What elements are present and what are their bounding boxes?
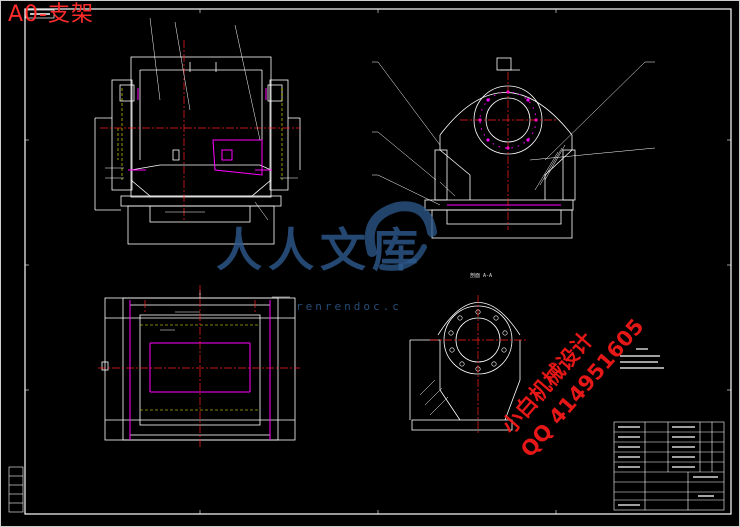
side-view-centerlines <box>460 72 556 230</box>
title-block <box>613 421 725 511</box>
front-view-leaders <box>105 17 298 221</box>
section-label: 剖面 A-A <box>470 273 493 279</box>
side-view <box>424 57 576 239</box>
section-view-centerlines <box>430 295 528 435</box>
drawing-code-box <box>25 9 55 19</box>
side-view-hatch <box>439 144 566 197</box>
side-view-leaders <box>372 61 656 206</box>
top-view-centerlines <box>98 285 300 448</box>
revision-strip <box>8 466 24 513</box>
front-view-accent <box>128 88 272 176</box>
technical-notes <box>620 348 664 369</box>
front-view <box>94 56 301 245</box>
watermark-logo-text: 人人文库 <box>216 223 424 277</box>
watermark-url: renrendoc.c <box>296 300 402 313</box>
drawing-title: A0-支架 <box>8 2 94 27</box>
top-view-leaders <box>160 296 290 331</box>
logo-swoosh-icon <box>364 201 437 271</box>
side-view-bolt-holes <box>478 90 538 150</box>
front-view-centerlines <box>100 40 300 222</box>
front-view-hidden-lines <box>117 88 283 180</box>
frame-ticks <box>25 9 731 514</box>
title-block-text-marks <box>618 426 718 506</box>
section-view-hatch <box>419 379 449 416</box>
top-view <box>101 290 296 441</box>
